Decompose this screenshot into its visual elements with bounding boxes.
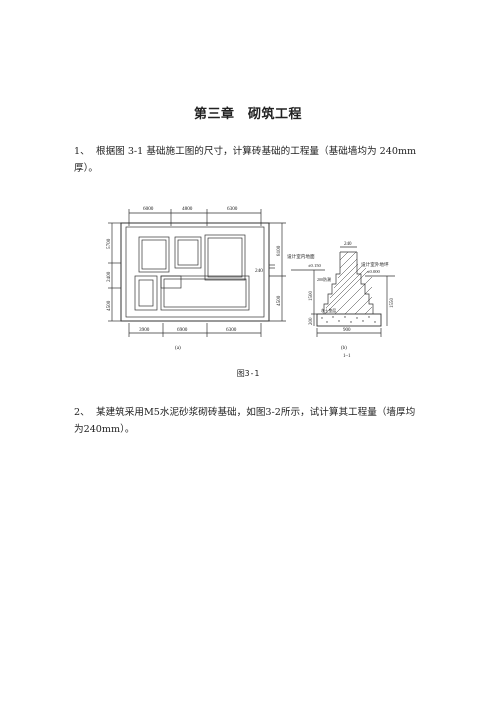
section-layer-note: 200防潮 (317, 276, 331, 282)
section-left-dim-1: 1500 (309, 291, 314, 302)
plan-right-dim-1: 8100 (276, 245, 282, 256)
plan-bottom-dim-2: 6900 (177, 327, 188, 333)
section-label: (b) (341, 346, 347, 351)
question-2-number: 2、 (74, 407, 90, 418)
section-right-dim: 1550 (390, 298, 395, 309)
section-left-dim-2: 200 (309, 317, 314, 325)
section-wall-thickness: 240 (344, 242, 352, 247)
section-outdoor-elev: ±0.000 (367, 269, 381, 274)
plan-bottom-dim-3: 6300 (226, 327, 237, 333)
section-sub-label: 1–1 (343, 354, 351, 359)
section-base-width: 900 (343, 328, 351, 333)
plan-top-dim-2: 4800 (182, 206, 193, 212)
plan-marker: 240 (255, 268, 263, 274)
question-2: 2、某建筑采用M5水泥砂浆砌砖基础，如图3-2所示，试计算其工程量（墙厚均为24… (74, 404, 424, 438)
foundation-figure: 6000 4800 6300 3900 6900 6300 5700 2400 … (106, 206, 395, 359)
question-1-number: 1、 (74, 146, 90, 157)
plan-top-dim-3: 6300 (227, 206, 238, 212)
plan-left-dim-1: 5700 (106, 238, 112, 249)
question-1: 1、根据图 3-1 基础施工图的尺寸，计算砖基础的工程量（基础墙均为 240mm… (74, 143, 424, 177)
plan-left-dim-3: 4500 (106, 300, 112, 311)
plan-label: (a) (175, 344, 181, 351)
figure-caption: 图3-1 (236, 369, 260, 378)
plan-right-dim-2: 4500 (276, 295, 282, 306)
question-1-text: 根据图 3-1 基础施工图的尺寸，计算砖基础的工程量（基础墙均为 240mm 厚… (74, 146, 417, 174)
plan-top-dim-1: 6000 (143, 206, 154, 212)
section-indoor-elev: ±0.150 (308, 263, 322, 268)
section-bottom-note: 灰土垫层 (321, 308, 336, 313)
plan-bottom-dim-1: 3900 (139, 327, 150, 333)
question-2-text: 某建筑采用M5水泥砂浆砌砖基础，如图3-2所示，试计算其工程量（墙厚均为240m… (74, 407, 416, 435)
section-indoor-label: 设计室内地面 (287, 253, 315, 260)
plan-left-dim-2: 2400 (106, 271, 112, 282)
chapter-title: 第三章 砌筑工程 (193, 107, 302, 122)
section-outdoor-label: 设计室外地坪 (361, 261, 389, 268)
